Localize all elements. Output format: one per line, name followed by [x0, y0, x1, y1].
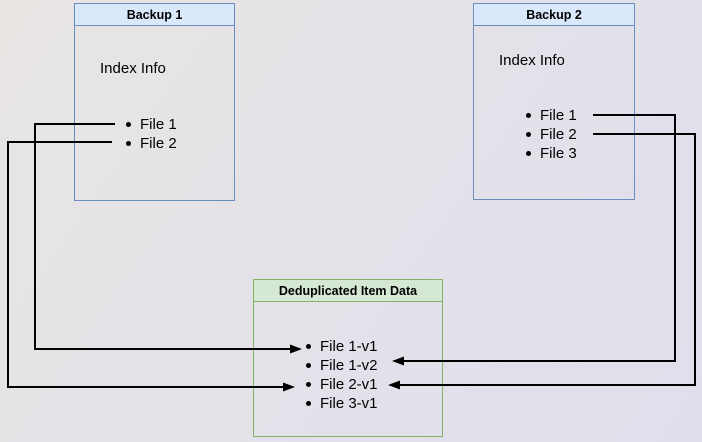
backup2-header: Backup 2: [474, 4, 634, 26]
dedup-item: File 1-v1: [306, 337, 378, 356]
bullet-icon: [126, 122, 131, 127]
backup2-file-item: File 3: [526, 144, 577, 163]
bullet-icon: [526, 113, 531, 118]
dedup-file-1-v2-label: File 1-v2: [320, 357, 378, 374]
deduplicated-item-data-box: Deduplicated Item Data File 1-v1 File 1-…: [253, 279, 443, 437]
backup2-file-item: File 1: [526, 106, 577, 125]
backup2-file-list: File 1 File 2 File 3: [526, 106, 577, 163]
dedup-item: File 2-v1: [306, 375, 378, 394]
backup1-file-item: File 1: [126, 115, 177, 134]
backup1-header: Backup 1: [75, 4, 234, 26]
bullet-icon: [306, 401, 311, 406]
bullet-icon: [306, 344, 311, 349]
bullet-icon: [526, 132, 531, 137]
backup1-file-1-label: File 1: [140, 116, 177, 133]
backup1-file-item: File 2: [126, 134, 177, 153]
backup1-title: Backup 1: [126, 8, 183, 22]
dedup-file-1-v1-label: File 1-v1: [320, 338, 378, 355]
dedup-file-2-v1-label: File 2-v1: [320, 376, 378, 393]
backup1-file-2-label: File 2: [140, 135, 177, 152]
backup2-title: Backup 2: [526, 8, 582, 22]
backup2-file-1-label: File 1: [540, 107, 577, 124]
backup2-file-item: File 2: [526, 125, 577, 144]
dedup-item-list: File 1-v1 File 1-v2 File 2-v1 File 3-v1: [306, 337, 378, 413]
backup2-index-info-label: Index Info: [499, 52, 565, 69]
dedup-title: Deduplicated Item Data: [278, 284, 418, 298]
backup1-index-info-label: Index Info: [100, 60, 166, 77]
dedup-header: Deduplicated Item Data: [254, 280, 442, 302]
backup2-file-3-label: File 3: [540, 145, 577, 162]
dedup-file-3-v1-label: File 3-v1: [320, 395, 378, 412]
dedup-item: File 3-v1: [306, 394, 378, 413]
bullet-icon: [126, 141, 131, 146]
backup2-box: Backup 2 Index Info File 1 File 2 File 3: [473, 3, 635, 200]
backup1-box: Backup 1 Index Info File 1 File 2: [74, 3, 235, 201]
bullet-icon: [306, 382, 311, 387]
bullet-icon: [306, 363, 311, 368]
backup2-file-2-label: File 2: [540, 126, 577, 143]
dedup-item: File 1-v2: [306, 356, 378, 375]
bullet-icon: [526, 151, 531, 156]
backup1-file-list: File 1 File 2: [126, 115, 177, 153]
